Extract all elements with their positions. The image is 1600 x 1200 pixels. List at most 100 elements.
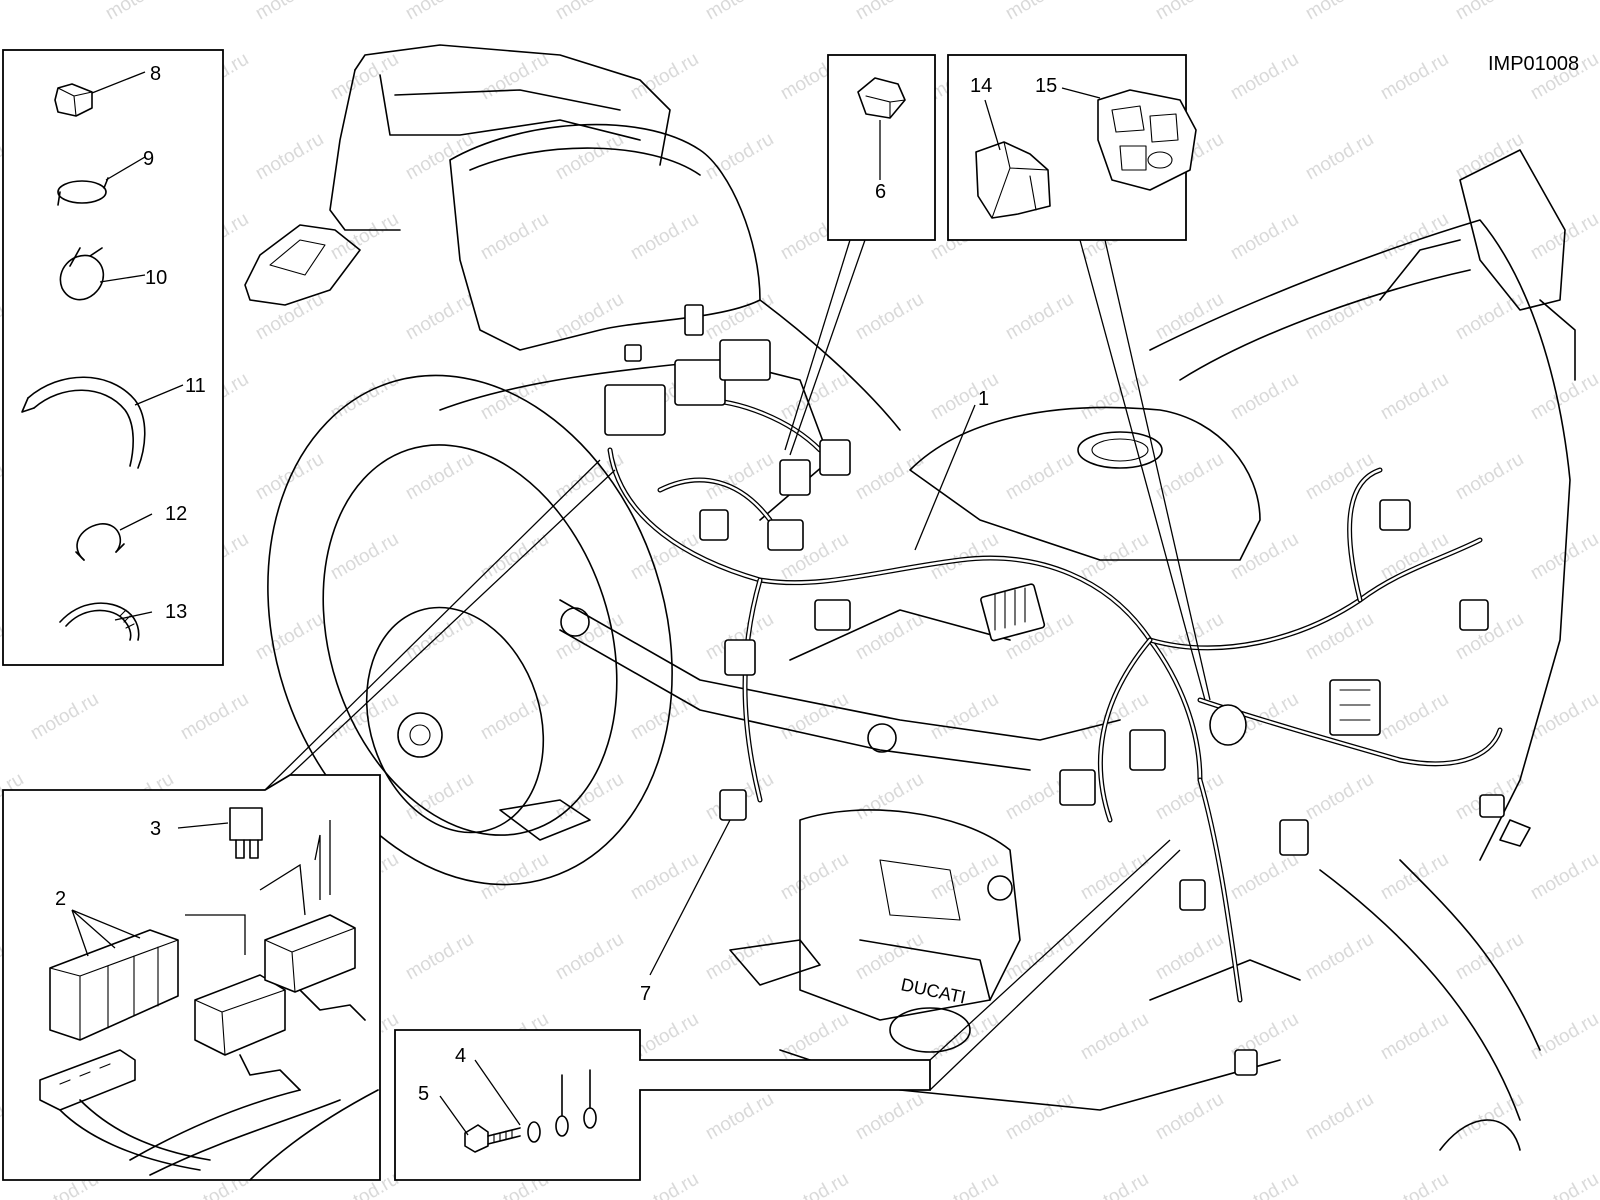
watermark-text: motod.ru (1377, 1169, 1452, 1200)
watermark-text: motod.ru (852, 609, 927, 665)
watermark-text: motod.ru (627, 49, 702, 105)
watermark-text: motod.ru (1152, 769, 1227, 825)
watermark-text: motod.ru (327, 689, 402, 745)
watermark-text: motod.ru (1302, 929, 1377, 985)
watermark-text: motod.ru (552, 929, 627, 985)
watermark-text: motod.ru (1377, 689, 1452, 745)
callout-6: 6 (875, 181, 886, 203)
callout-3: 3 (150, 818, 161, 840)
watermark-text: motod.ru (1227, 209, 1302, 265)
watermark-text: motod.ru (327, 529, 402, 585)
watermark-text: motod.ru (327, 369, 402, 425)
watermark-text: motod.ru (777, 849, 852, 905)
watermark-text: motod.ru (252, 289, 327, 345)
watermark-text: motod.ru (1077, 1009, 1152, 1065)
watermark-text: motod.ru (702, 449, 777, 505)
watermark-text: motod.ru (552, 0, 627, 24)
watermark-text: motod.ru (1152, 1089, 1227, 1145)
watermark-text: motod.ru (1002, 289, 1077, 345)
watermark-text: motod.ru (1377, 49, 1452, 105)
watermark-text: motod.ru (702, 129, 777, 185)
watermark-text: motod.ru (927, 1169, 1002, 1200)
watermark-text: motod.ru (402, 0, 477, 24)
inset-ground-bolt (394, 1029, 931, 1181)
callout-labels: 1 2 3 4 5 6 7 8 9 10 11 12 13 14 15 (55, 63, 1057, 1105)
inset-connector-lines (264, 239, 1211, 1091)
callout-10: 10 (145, 267, 167, 289)
watermark-text: motod.ru (1227, 529, 1302, 585)
watermark-text: motod.ru (1452, 289, 1527, 345)
watermark-text: motod.ru (552, 769, 627, 825)
inset-covers-14-15 (947, 54, 1197, 241)
watermark-text: motod.ru (252, 0, 327, 24)
callout-leaders (71, 71, 1101, 1136)
watermark-text: motod.ru (1002, 0, 1077, 24)
watermark-text: motod.ru (552, 289, 627, 345)
watermark-text: motod.ru (1152, 289, 1227, 345)
callout-14: 14 (970, 75, 992, 97)
watermark-text: motod.ru (927, 369, 1002, 425)
drawing-code: IMP01008 (1488, 53, 1579, 75)
callout-12: 12 (165, 503, 187, 525)
watermark-text: motod.ru (1452, 929, 1527, 985)
inset-clips (2, 49, 224, 666)
watermark-text: motod.ru (252, 609, 327, 665)
watermark-text: motod.ru (1077, 849, 1152, 905)
callout-2: 2 (55, 888, 66, 910)
callout-1: 1 (978, 388, 989, 410)
watermark-text: motod.ru (402, 129, 477, 185)
inset-connector-6 (827, 54, 936, 241)
watermark-text: motod.ru (1527, 1169, 1600, 1200)
watermark-text: motod.ru (1302, 129, 1377, 185)
watermark-text: motod.ru (402, 449, 477, 505)
callout-8: 8 (150, 63, 161, 85)
watermark-text: motod.ru (852, 0, 927, 24)
watermark-text: motod.ru (702, 1089, 777, 1145)
watermark-text: motod.ru (1002, 449, 1077, 505)
watermark-text: motod.ru (777, 1009, 852, 1065)
watermark-text: motod.ru (702, 289, 777, 345)
watermark-text: motod.ru (402, 289, 477, 345)
watermark-text: motod.ru (1002, 1089, 1077, 1145)
watermark-text: motod.ru (1227, 849, 1302, 905)
watermark-text: motod.ru (927, 689, 1002, 745)
callout-7: 7 (640, 983, 651, 1005)
watermark-text: motod.ru (477, 209, 552, 265)
watermark-text: motod.ru (852, 449, 927, 505)
watermark-text: motod.ru (1452, 1089, 1527, 1145)
watermark-text: motod.ru (1302, 0, 1377, 24)
watermark-text: motod.ru (1077, 1169, 1152, 1200)
watermark-text: motod.ru (477, 49, 552, 105)
callout-13: 13 (165, 601, 187, 623)
watermark-text: motod.ru (177, 689, 252, 745)
callout-15: 15 (1035, 75, 1057, 97)
watermark-text: motod.ru (1002, 929, 1077, 985)
callout-11: 11 (185, 375, 206, 397)
watermark-text: motod.ru (27, 689, 102, 745)
watermark-text: motod.ru (402, 769, 477, 825)
watermark-text: motod.ru (1152, 929, 1227, 985)
watermark-text: motod.ru (477, 369, 552, 425)
watermark-text: motod.ru (1227, 369, 1302, 425)
watermark-text: motod.ru (1452, 449, 1527, 505)
watermark-text: motod.ru (1527, 369, 1600, 425)
callout-9: 9 (143, 148, 154, 170)
watermark-text: motod.ru (0, 0, 27, 24)
watermark-text: motod.ru (702, 929, 777, 985)
watermark-text: motod.ru (1302, 769, 1377, 825)
callout-5: 5 (418, 1083, 429, 1105)
watermark-text: motod.ru (1452, 0, 1527, 24)
inset-relays (2, 774, 381, 1181)
watermark-text: motod.ru (327, 49, 402, 105)
watermark-text: motod.ru (1527, 1009, 1600, 1065)
watermark-text: motod.ru (1377, 369, 1452, 425)
watermark-text: motod.ru (402, 929, 477, 985)
watermark-text: motod.ru (1227, 49, 1302, 105)
watermark-text: motod.ru (477, 849, 552, 905)
watermark-text: motod.ru (477, 529, 552, 585)
watermark-text: motod.ru (102, 0, 177, 24)
watermark-text: motod.ru (627, 209, 702, 265)
watermark-text: motod.ru (1452, 129, 1527, 185)
watermark-text: motod.ru (327, 209, 402, 265)
